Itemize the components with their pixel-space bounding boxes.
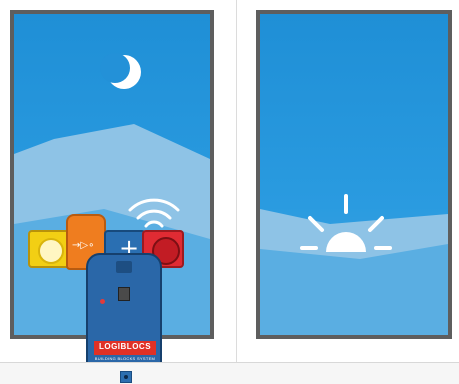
light-sensor-icon	[38, 238, 64, 264]
day-scene	[260, 14, 448, 335]
window-divider	[236, 0, 237, 362]
battery-tab[interactable]	[120, 371, 132, 383]
brand-label: LOGIBLOCS	[94, 341, 156, 355]
logiblocs-board[interactable]: LOGIBLOCS BUILDING BLOCKS SYSTEM	[86, 253, 162, 375]
board-slot	[116, 261, 132, 273]
window-sill	[0, 362, 459, 384]
brand-subtitle: BUILDING BLOCKS SYSTEM	[94, 356, 156, 361]
light-sensor-block[interactable]	[28, 230, 70, 268]
chip-icon	[118, 287, 130, 301]
led-indicator	[100, 299, 105, 304]
battery-tab-dot	[124, 375, 128, 379]
moon-icon	[100, 53, 141, 89]
inverter-icon: →▷∘	[72, 240, 94, 251]
day-window	[256, 10, 452, 339]
